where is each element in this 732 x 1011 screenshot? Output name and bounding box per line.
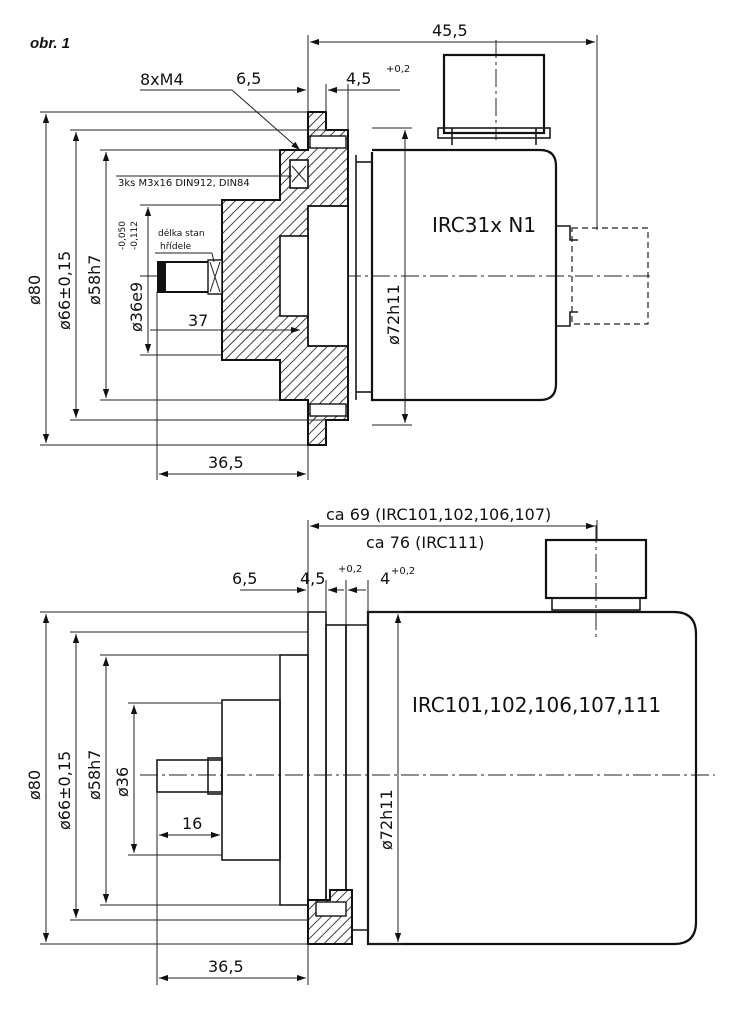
top-housing (370, 148, 558, 402)
top-dia-66: ø66±0,15 (55, 251, 74, 330)
top-dim-45-5: 45,5 (432, 21, 468, 40)
top-dia-72: ø72h11 (384, 284, 403, 345)
bottom-dia-80: ø80 (25, 770, 44, 800)
top-dim-4-5-tol: +0,2 (386, 64, 410, 75)
top-tol-lower: -0,112 (130, 221, 140, 250)
bottom-dim-4-tol: +0,2 (391, 566, 415, 577)
bottom-spacer-plate (325, 624, 347, 932)
top-thread-label: 8xM4 (140, 70, 184, 89)
figure-label: obr. 1 (30, 35, 70, 52)
bottom-ca-69: ca 69 (IRC101,102,106,107) (326, 505, 551, 524)
top-dim-37: 37 (188, 311, 208, 330)
bottom-dim-4-5: 4,5 (300, 569, 325, 588)
bottom-dia-58: ø58h7 (85, 750, 104, 800)
top-connector (442, 53, 546, 135)
bottom-connector-base (551, 597, 641, 611)
top-shaft-label-1: délka stan (158, 228, 205, 239)
bottom-dim-36-5: 36,5 (208, 957, 244, 976)
bottom-dim-6-5: 6,5 (232, 569, 257, 588)
top-dia-36: ø36e9 (127, 282, 146, 332)
bottom-dia-66: ø66±0,15 (55, 751, 74, 830)
bottom-ca-76: ca 76 (IRC111) (366, 533, 484, 552)
top-model-label: IRC31x N1 (432, 213, 536, 237)
bottom-dia-72: ø72h11 (377, 789, 396, 850)
bottom-dim-4-5-tol: +0,2 (338, 564, 362, 575)
top-connector-base (437, 127, 551, 139)
top-dim-36-5: 36,5 (208, 453, 244, 472)
bottom-encoder-drawing: IRC101,102,106,107,111 ca 69 (IRC101,102… (25, 505, 715, 985)
top-dia-80: ø80 (25, 275, 44, 305)
bottom-hub (221, 699, 281, 861)
top-dim-4-5: 4,5 (346, 69, 371, 88)
bottom-model-label: IRC101,102,106,107,111 (412, 693, 661, 717)
bottom-pilot (279, 654, 309, 906)
top-screw-label: 3ks M3x16 DIN912, DIN84 (118, 178, 250, 189)
top-dia-58: ø58h7 (85, 255, 104, 305)
bottom-dia-36: ø36 (113, 767, 132, 797)
bottom-shaft (156, 759, 223, 793)
bottom-dim-16: 16 (182, 814, 202, 833)
bottom-dim-4: 4 (380, 569, 390, 588)
bottom-housing (366, 610, 698, 946)
top-dim-6-5: 6,5 (236, 69, 261, 88)
top-tol-upper: -0,050 (118, 221, 128, 250)
top-shaft-label-2: hřídele (160, 242, 192, 252)
top-encoder-drawing: IRC31x N1 45,5 6,5 4,5 +0,2 8xM4 3ks M3x… (25, 21, 650, 480)
top-cable-outlet (571, 227, 649, 325)
bottom-flange-plate (307, 611, 327, 945)
bottom-screw-section (307, 889, 353, 945)
